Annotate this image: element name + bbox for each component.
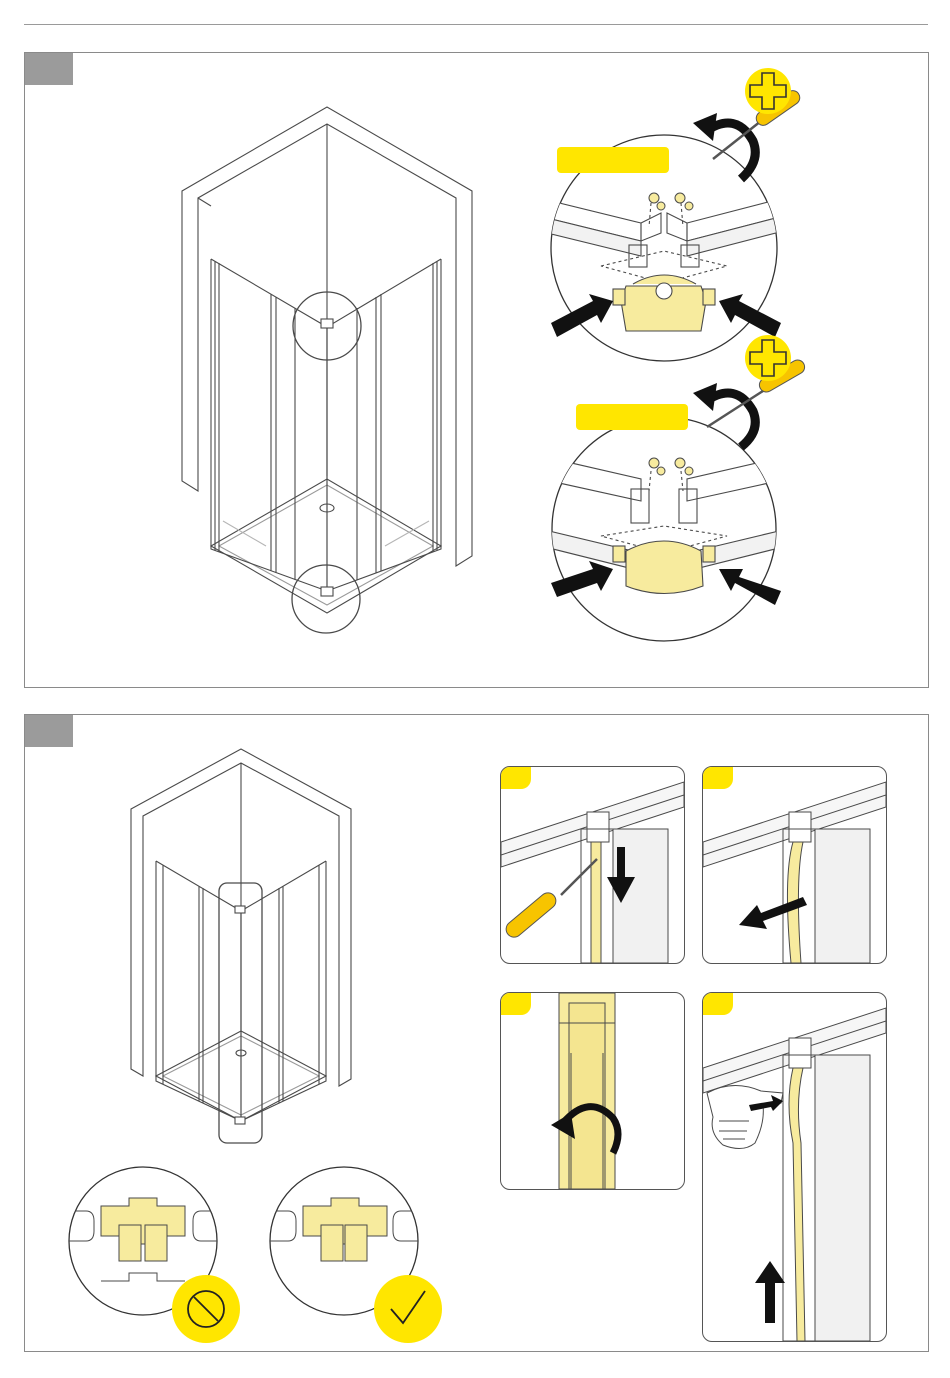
- substep-tag: [703, 993, 733, 1015]
- substep-tag: [501, 993, 531, 1015]
- substep-insert-seal: [702, 992, 887, 1342]
- bottom-corner-detail-callout: [25, 53, 928, 687]
- push-arrow-icon: [755, 1261, 785, 1323]
- substep-pull-seal: [702, 766, 887, 964]
- check-mark-icon: [374, 1275, 442, 1343]
- substep-tag: [501, 767, 531, 789]
- substep-tag: [703, 767, 733, 789]
- substep-rotate-seal: [500, 992, 685, 1190]
- step-1-panel: [24, 52, 929, 688]
- substep-remove-seal: [500, 766, 685, 964]
- header-rule: [24, 24, 928, 25]
- step-2-panel: [24, 714, 929, 1352]
- phillips-screwdriver-icon: [503, 859, 597, 940]
- phillips-tool-badge-icon: [745, 335, 791, 381]
- callout-label-bar: [576, 404, 688, 430]
